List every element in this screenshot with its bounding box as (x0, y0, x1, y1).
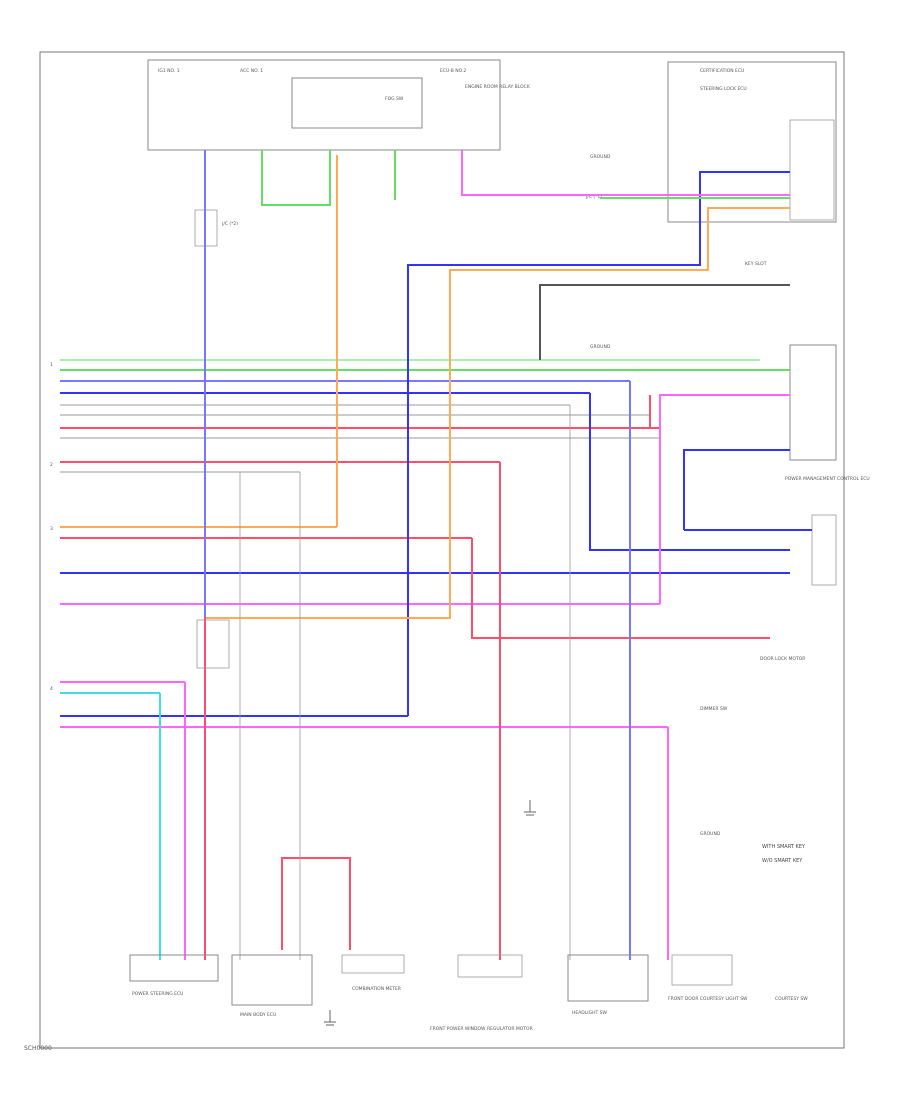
module-2-label: MAIN BODY ECU (240, 1012, 276, 1018)
mid-connector-box (196, 619, 230, 669)
right-pw-ecu (811, 514, 837, 586)
module-6-label: FRONT DOOR COURTESY LIGHT SW (668, 996, 748, 1002)
diagram-border (39, 51, 845, 1049)
wire-gray-dark (539, 284, 790, 360)
right-label-4: POWER MANAGEMENT CONTROL ECU (785, 476, 870, 482)
right-label-3: KEY SLOT (745, 261, 767, 267)
wire-orange-right (205, 207, 790, 619)
right-label-2: STEERING LOCK ECU (700, 86, 747, 92)
module-4-label: FRONT POWER WINDOW REGULATOR MOTOR (430, 1026, 533, 1032)
pin-label-b: 2 (50, 462, 53, 468)
bottom-module-5 (567, 954, 649, 1002)
right-mid-ecu (789, 344, 837, 461)
relay-title-label: ENGINE ROOM RELAY BLOCK (465, 84, 531, 90)
diagram-footer: SCH0000 (24, 1045, 52, 1052)
dimmer-label: DIMMER SW (700, 706, 728, 712)
right-top-ecu (667, 61, 837, 223)
fog-sw-label: FOG SW (385, 96, 404, 102)
right-top-ecu-inner (789, 119, 835, 221)
bottom-module-3 (341, 954, 405, 974)
wire-red-loop (281, 857, 351, 950)
module-5-label: HEADLIGHT SW (572, 1010, 608, 1016)
relay-block (147, 59, 501, 151)
legend-1: WITH SMART KEY (762, 844, 806, 850)
relay-inner (291, 77, 423, 129)
module-1-label: POWER STEERING ECU (132, 991, 183, 997)
ground-symbol-1 (324, 1010, 336, 1026)
wire-blue-right-drop (589, 393, 790, 551)
wire-red-door (471, 538, 770, 639)
right-label-1: CERTIFICATION ECU (700, 68, 744, 74)
wire-blue-right-mid (683, 449, 790, 530)
ground-c-label: GROUND (700, 831, 721, 837)
right-label-6: COURTESY SW (775, 996, 808, 1002)
fuse-c-label: ECU-B NO.2 (440, 68, 466, 74)
wire-pink-right (659, 394, 790, 604)
fuse-a-label: IG1 NO. 1 (158, 68, 180, 74)
wire-blue-vertical-main (407, 171, 790, 716)
bottom-module-4 (457, 954, 523, 978)
bottom-module-6 (671, 954, 733, 986)
bottom-module-1 (129, 954, 219, 982)
pin-label-c: 3 (50, 526, 53, 532)
ground-a-label: GROUND (590, 154, 611, 160)
ground-symbol-2 (524, 800, 536, 816)
connector-2-label: J/C (*2) (221, 221, 238, 227)
right-label-5: DOOR LOCK MOTOR (760, 656, 805, 662)
connector-1-label: J/C (*1) (585, 194, 602, 200)
module-3-label: COMBINATION METER (352, 986, 401, 992)
legend-2: W/O SMART KEY (762, 858, 803, 864)
pin-label-d: 4 (50, 686, 53, 692)
wire-green-top (261, 150, 331, 206)
ground-b-label: GROUND (590, 344, 611, 350)
pin-label-a: 1 (50, 362, 53, 368)
fuse-b-label: ACC NO. 1 (240, 68, 263, 74)
wire-pink-top (461, 150, 790, 196)
bottom-module-2 (231, 954, 313, 1006)
